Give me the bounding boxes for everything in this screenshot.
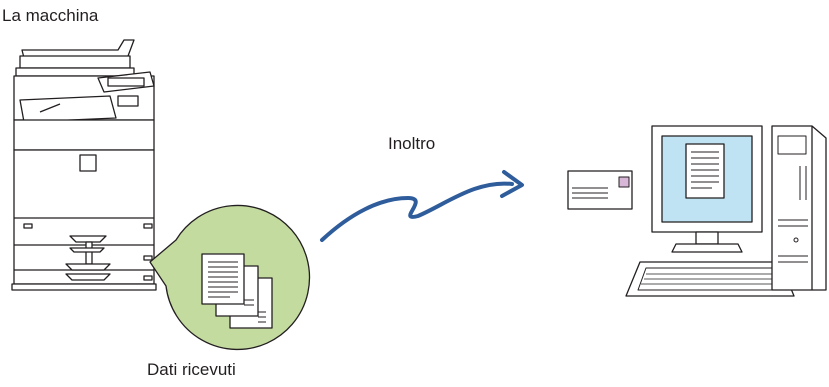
stacked-documents-icon	[201, 253, 273, 329]
desktop-computer-icon	[625, 125, 827, 297]
mfp-printer-icon	[11, 39, 157, 291]
machine-label: La macchina	[2, 6, 99, 25]
forward-label: Inoltro	[388, 134, 436, 153]
received-data-bubble	[149, 204, 311, 351]
envelope-icon	[567, 170, 633, 210]
received-data-label: Dati ricevuti	[147, 360, 236, 379]
forward-arrow	[320, 170, 524, 242]
